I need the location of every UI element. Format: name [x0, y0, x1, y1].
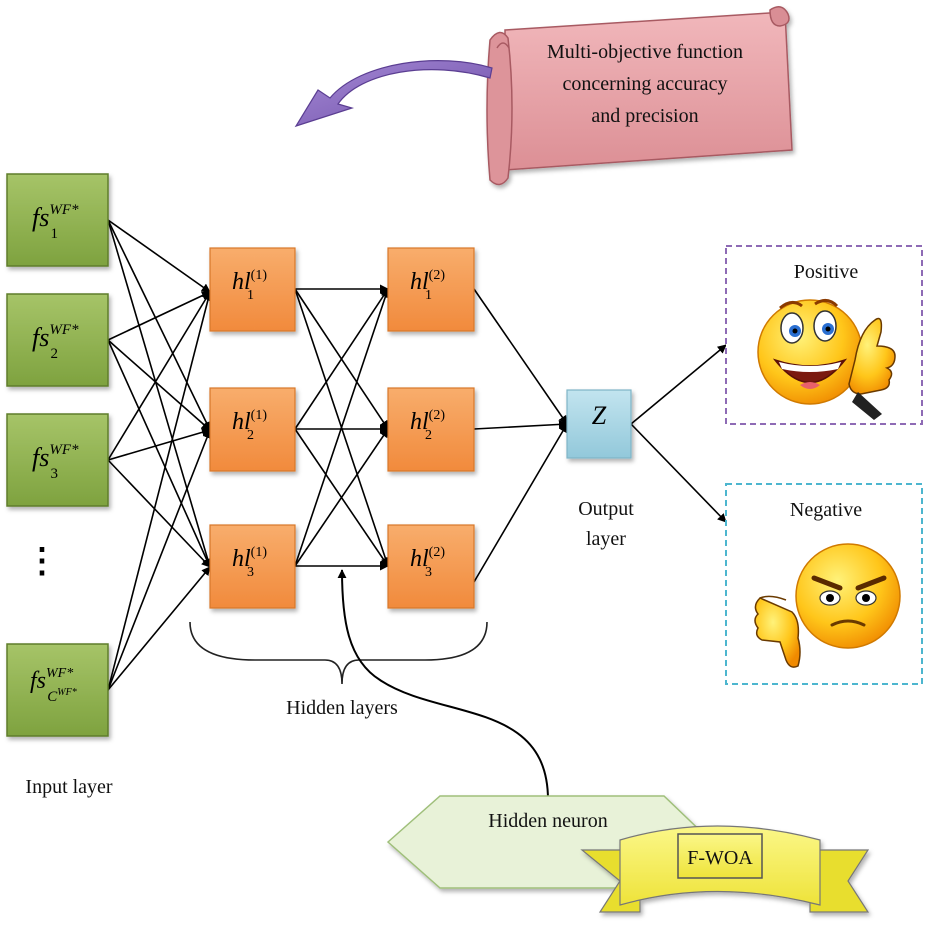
output-caption-line2: layer [586, 528, 626, 550]
input-3-sup: WF* [49, 442, 79, 458]
hidden-layers-caption: Hidden layers [286, 697, 398, 719]
input-c-sup: WF* [46, 666, 73, 681]
svg-text:fsWF*3: fsWF* 3 [32, 442, 79, 482]
output-caption-line1: Output [578, 498, 634, 520]
input-ellipsis: ⋮ [25, 543, 59, 580]
hidden1-node-3: hl(1) 3 [209, 524, 296, 609]
happy-thumbs-up-icon [757, 299, 896, 420]
connection-arrow-8 [107, 459, 211, 568]
input-2-sub: 2 [51, 346, 59, 362]
h1-2-sub: 2 [247, 428, 254, 443]
h1-1-sub: 1 [247, 288, 254, 303]
h2-3-base: hl [410, 546, 429, 572]
input-c-subsup: WF* [57, 687, 76, 698]
h1-3-sub: 3 [247, 565, 254, 580]
input-3-base: fs [32, 443, 49, 472]
h2-1-base: hl [410, 269, 429, 295]
input-c-base: fs [30, 668, 46, 694]
input-node-1: fsWF* 1 [6, 173, 109, 267]
output-label: Z [592, 401, 607, 430]
svg-text:hl(2)1: hl(2) 1 [410, 268, 445, 303]
h2-3-sup: (2) [429, 545, 446, 560]
h1-3-sup: (1) [251, 545, 268, 560]
output-node: Z [566, 389, 632, 459]
h1-1-base: hl [232, 269, 251, 295]
hidden-layers-brace [189, 621, 488, 685]
input-node-3: fsWF* 3 [6, 413, 109, 507]
input-1-base: fs [32, 203, 49, 232]
input-2-base: fs [32, 323, 49, 352]
connection-arrow-9 [107, 291, 213, 691]
svg-text:fsWF*1: fsWF* 1 [32, 202, 79, 242]
input-2-sup: WF* [49, 322, 79, 338]
scroll-line-1: Multi-objective function [547, 41, 743, 63]
hidden2-node-2: hl(2) 2 [387, 387, 475, 472]
input-layer-caption: Input layer [25, 776, 113, 798]
connection-arrow-11 [107, 566, 211, 691]
connection-arrow-19 [294, 428, 389, 567]
connection-arrow-21 [473, 288, 568, 425]
h1-3-base: hl [232, 546, 251, 572]
input-3-sub: 3 [51, 466, 59, 482]
f-woa-label: F-WOA [687, 847, 753, 869]
h1-2-base: hl [232, 409, 251, 435]
svg-text:hl(1)1: hl(1) 1 [232, 268, 267, 303]
connection-arrow-0 [107, 219, 211, 293]
input-c-sub: C [47, 689, 58, 705]
svg-text:hl(2)2: hl(2) 2 [410, 408, 445, 443]
svg-text:hl(1)3: hl(1) 3 [232, 545, 267, 580]
input-1-sub: 1 [51, 226, 59, 242]
h2-2-sub: 2 [425, 428, 432, 443]
connection-arrow-1 [107, 219, 211, 431]
h1-1-sup: (1) [251, 268, 268, 283]
connection-arrow-4 [107, 339, 211, 431]
connection-arrow-24 [630, 344, 727, 425]
connection-arrow-22 [473, 419, 568, 430]
hidden2-node-3: hl(2) 3 [387, 524, 475, 609]
connection-arrow-18 [294, 288, 390, 567]
optimizer-feedback-arrow [337, 569, 549, 801]
h2-2-sup: (2) [429, 408, 446, 423]
hidden2-node-1: hl(2) 1 [387, 247, 475, 332]
connection-arrow-2 [107, 219, 213, 568]
svg-text:hl(1)2: hl(1) 2 [232, 408, 267, 443]
curved-arrow-icon [294, 60, 493, 128]
connection-arrow-25 [630, 423, 727, 523]
scroll-line-2: concerning accuracy [563, 73, 728, 95]
angry-thumbs-down-icon [754, 543, 901, 668]
svg-text:hl(2)3: hl(2) 3 [410, 545, 445, 580]
connection-arrow-23 [473, 423, 568, 583]
h2-1-sub: 1 [425, 288, 432, 303]
input-node-2: fsWF* 2 [6, 293, 109, 387]
input-node-c: fsWF*CWF* [6, 643, 109, 737]
connections [107, 219, 727, 691]
h1-2-sup: (1) [251, 408, 268, 423]
scroll-line-3: and precision [591, 105, 698, 127]
objective-scroll [486, 6, 793, 186]
input-1-sup: WF* [49, 202, 79, 218]
hidden-neuron-label: Hidden neuron [488, 810, 607, 832]
connection-arrow-7 [107, 427, 211, 461]
h2-1-sup: (2) [429, 268, 446, 283]
hidden1-node-1: hl(1) 1 [209, 247, 296, 332]
connection-arrow-6 [107, 291, 211, 461]
svg-text:fsWF*CWF*: fsWF*CWF* [30, 666, 77, 705]
negative-label: Negative [790, 499, 862, 521]
f-woa-banner [580, 825, 870, 913]
connection-arrow-15 [294, 288, 389, 430]
hidden1-node-2: hl(1) 2 [209, 387, 296, 472]
connection-arrow-10 [107, 429, 212, 691]
connection-arrow-3 [107, 291, 211, 341]
svg-text:fsWF*2: fsWF* 2 [32, 322, 79, 362]
positive-label: Positive [794, 261, 859, 283]
h2-3-sub: 3 [425, 565, 432, 580]
connection-arrow-5 [107, 339, 211, 568]
h2-2-base: hl [410, 409, 429, 435]
